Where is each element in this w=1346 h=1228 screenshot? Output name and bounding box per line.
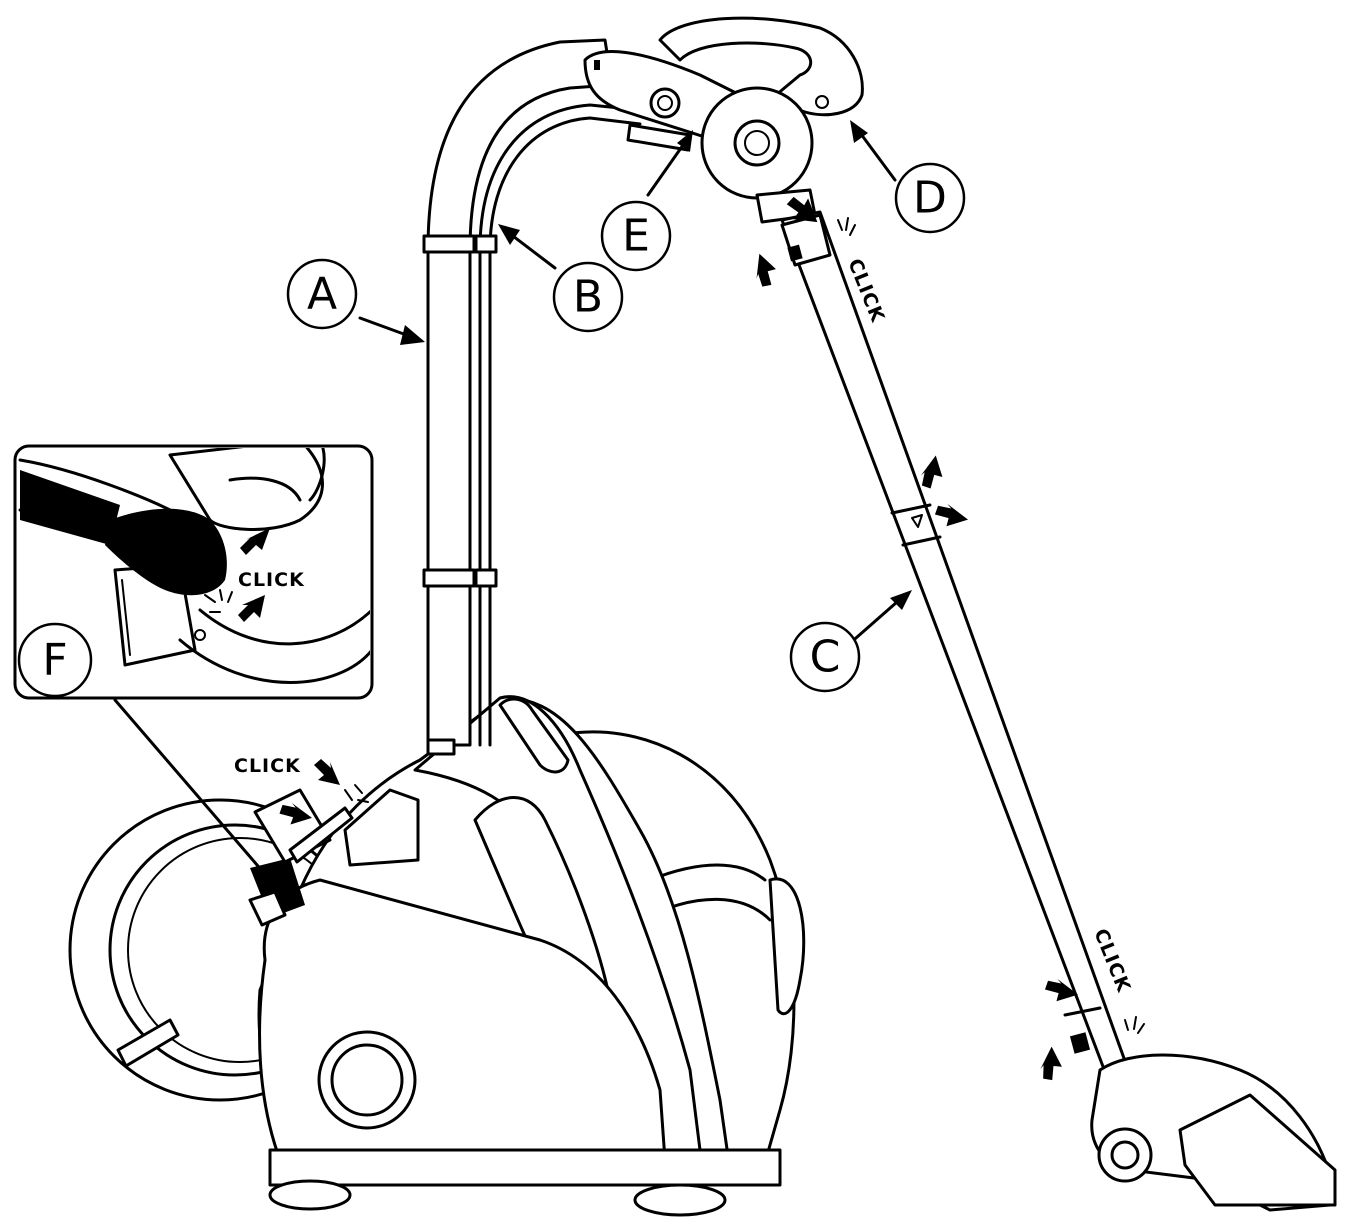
arrow-icon xyxy=(238,595,265,622)
leader-line-f xyxy=(113,698,272,882)
click-burst-icon xyxy=(837,217,856,236)
inset-detail-f xyxy=(13,444,374,700)
nozzle-click-detail xyxy=(1040,978,1145,1081)
click-burst-icon xyxy=(204,589,233,613)
body-click-detail xyxy=(253,759,369,864)
callout-d-label: D xyxy=(913,173,947,224)
click-label-inset: CLICK xyxy=(238,569,305,591)
click-burst-icon xyxy=(344,784,369,803)
arrow-icon xyxy=(279,802,312,825)
telescopic-pole xyxy=(422,38,642,756)
callout-d: D xyxy=(894,162,966,234)
brush-nozzle xyxy=(1090,1053,1337,1212)
arrow-icon xyxy=(920,455,943,489)
callout-e: E xyxy=(600,200,672,272)
arrow-icon xyxy=(314,759,340,785)
callout-c: C xyxy=(789,621,861,693)
click-label-body: CLICK xyxy=(234,755,301,777)
callout-a: A xyxy=(286,258,358,330)
arrow-icon xyxy=(756,253,776,287)
leader-lines xyxy=(358,120,912,647)
callout-b: B xyxy=(552,261,624,333)
callout-c-label: C xyxy=(810,632,841,683)
steam-head xyxy=(583,16,864,224)
side-knob xyxy=(317,1030,417,1130)
callout-f: F xyxy=(17,622,93,698)
arrow-icon xyxy=(1040,1046,1062,1081)
arrow-icon xyxy=(786,196,818,223)
steamer-base-unit xyxy=(68,695,806,1217)
click-burst-icon xyxy=(1124,1016,1145,1034)
hanger-hook xyxy=(658,16,864,117)
callout-f-label: F xyxy=(42,635,67,686)
callout-e-label: E xyxy=(622,211,650,262)
arrow-icon xyxy=(934,503,968,527)
callout-b-label: B xyxy=(573,272,603,323)
callout-a-label: A xyxy=(307,269,337,320)
hand-icon xyxy=(105,508,227,596)
handle-click-detail xyxy=(756,196,856,287)
arrow-icon xyxy=(240,528,270,555)
arrow-icon xyxy=(1044,978,1078,1002)
